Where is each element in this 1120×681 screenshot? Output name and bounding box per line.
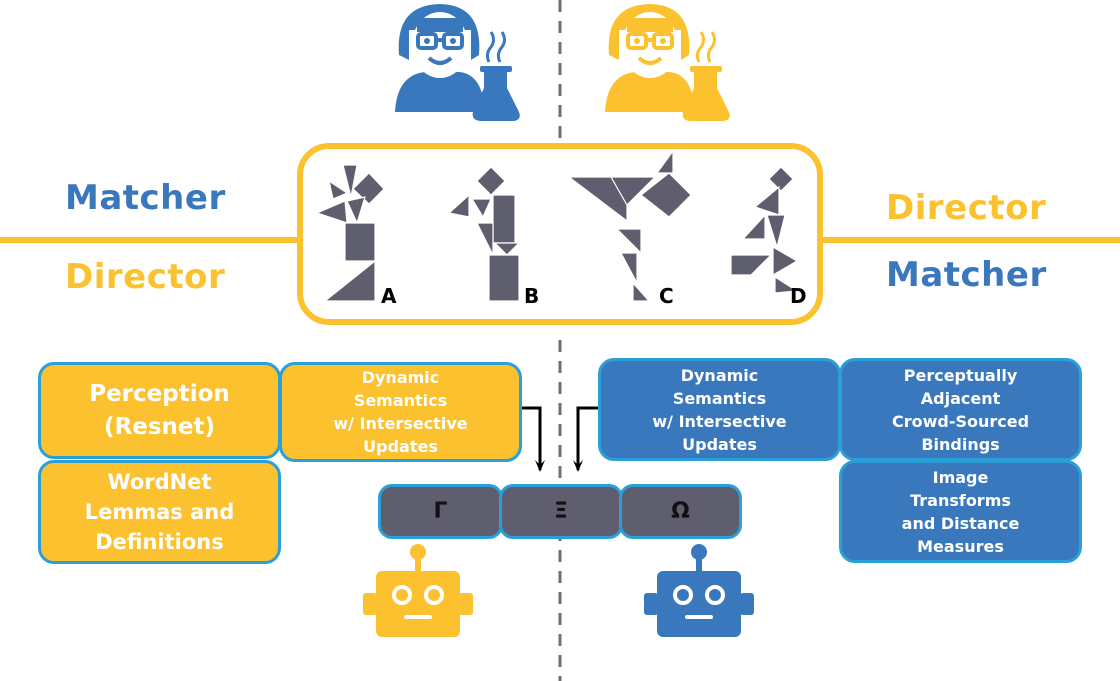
gamma-symbol: Γ [433, 499, 448, 524]
left-arrow [520, 406, 545, 472]
tangram-label-b: B [524, 284, 540, 308]
tangram-label-c: C [659, 284, 674, 308]
omega-symbol: Ω [671, 499, 690, 524]
gamma-symbol-block: Γ [378, 484, 503, 539]
tangram-figure-d [730, 166, 799, 294]
left-bottom-role-label: Director [65, 257, 226, 297]
tangram-figures [315, 149, 799, 302]
wordnet-module: WordNet Lemmas and Definitions [38, 460, 281, 564]
image-transforms-label: Image Transforms and Distance Measures [901, 467, 1020, 556]
xi-symbol: Ξ [554, 499, 568, 524]
left-scientist-icon [395, 4, 520, 121]
perception-resnet-module: Perception (Resnet) [38, 362, 281, 459]
tangram-label-a: A [381, 284, 397, 308]
image-transforms-module: Image Transforms and Distance Measures [839, 460, 1082, 563]
left-dynamic-semantics-label: Dynamic Semantics w/ Intersective Update… [333, 368, 468, 456]
omega-symbol-block: Ω [619, 484, 742, 539]
right-robot-icon [644, 544, 754, 637]
left-dynamic-semantics-module: Dynamic Semantics w/ Intersective Update… [279, 362, 522, 462]
tangram-figure-a [315, 164, 385, 302]
right-arrow [573, 406, 600, 472]
right-bottom-role-label: Matcher [886, 255, 1047, 295]
xi-symbol-block: Ξ [499, 484, 623, 539]
right-scientist-icon [605, 4, 730, 121]
right-dynamic-semantics-label: Dynamic Semantics w/ Intersective Update… [652, 365, 787, 454]
right-dynamic-semantics-module: Dynamic Semantics w/ Intersective Update… [598, 358, 841, 461]
perceptual-bindings-module: Perceptually Adjacent Crowd-Sourced Bind… [839, 358, 1082, 461]
tangram-label-d: D [790, 284, 807, 308]
perception-resnet-label: Perception (Resnet) [89, 380, 230, 440]
tangram-figure-b [447, 166, 521, 302]
left-robot-icon [363, 544, 473, 637]
tangram-figure-c [567, 149, 692, 302]
right-top-role-label: Director [886, 188, 1047, 228]
left-top-role-label: Matcher [65, 178, 226, 218]
tangram-panel [297, 143, 823, 325]
wordnet-label: WordNet Lemmas and Definitions [84, 470, 235, 554]
perceptual-bindings-label: Perceptually Adjacent Crowd-Sourced Bind… [891, 365, 1030, 454]
